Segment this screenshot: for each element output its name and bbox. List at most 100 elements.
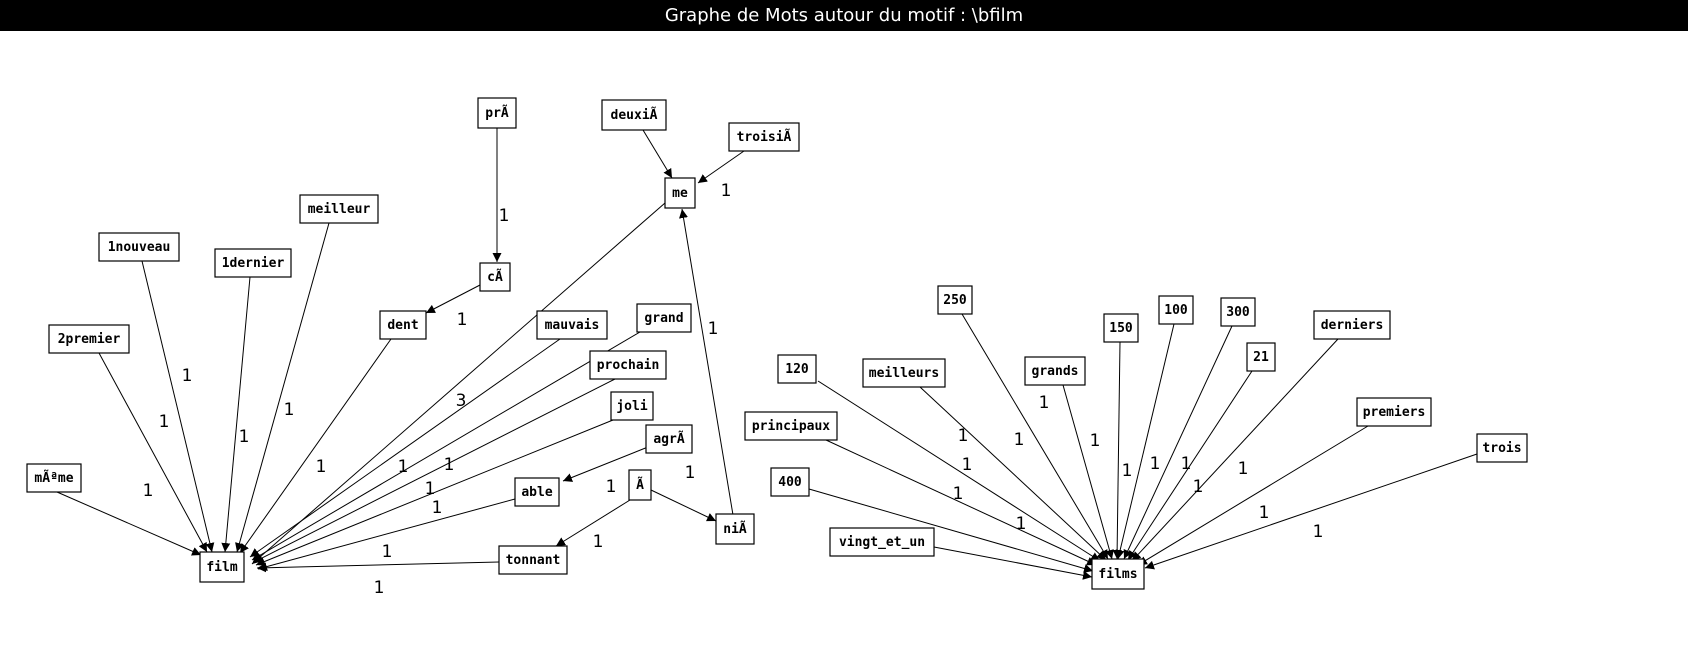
node-2premier[interactable]: 2premier (48, 324, 130, 354)
edge-tonnant-film (256, 561, 500, 573)
node-label: 100 (1164, 303, 1188, 318)
edge-weight-120-films: 1 (958, 426, 969, 446)
node-able[interactable]: able (514, 477, 560, 507)
node-label: derniers (1321, 318, 1384, 333)
node-box (645, 424, 693, 454)
edge-weight-derniers-films: 1 (1238, 459, 1249, 479)
node-120[interactable]: 120 (777, 354, 817, 384)
edge-weight-A-tonnant: 1 (593, 532, 604, 552)
node-box (1158, 295, 1194, 325)
node-label: principaux (752, 419, 830, 434)
node-label: niÃ (723, 521, 747, 537)
node-me[interactable]: me (664, 177, 696, 209)
edge-weight-2premier-film: 1 (159, 412, 170, 432)
edge-150-films (1112, 341, 1122, 560)
node-prochain[interactable]: prochain (589, 350, 667, 380)
node-grand[interactable]: grand (636, 303, 692, 333)
node-box (514, 477, 560, 507)
node-21[interactable]: 21 (1246, 342, 1276, 372)
edge-weight-21-films: 1 (1193, 477, 1204, 497)
node-box (589, 350, 667, 380)
node-1dernier[interactable]: 1dernier (214, 248, 292, 278)
edge-weight-300-films: 1 (1181, 454, 1192, 474)
node-box (1103, 313, 1139, 343)
node-label: vingt_et_un (839, 535, 925, 550)
node-grands[interactable]: grands (1024, 356, 1086, 386)
node-250[interactable]: 250 (937, 285, 973, 315)
node-meilleur[interactable]: meilleur (299, 194, 379, 224)
node-troisiA[interactable]: troisiÃ (728, 122, 800, 152)
edge-120-films (817, 380, 1101, 562)
node-vingt_et_un[interactable]: vingt_et_un (829, 527, 935, 557)
node-deuxiA[interactable]: deuxiÃ (601, 99, 667, 131)
node-box (1220, 297, 1256, 327)
node-mauvais[interactable]: mauvais (536, 310, 608, 340)
edge-weight-1dernier-film: 1 (239, 427, 250, 447)
node-box (26, 463, 82, 493)
edge-weight-niA-me: 1 (708, 319, 719, 339)
node-box (715, 513, 755, 545)
node-film[interactable]: film (199, 551, 245, 583)
edge-weight-meilleurs-films: 1 (1014, 430, 1025, 450)
node-prA[interactable]: prÃ (477, 97, 517, 129)
edge-troisiA-me (697, 150, 745, 184)
edge-weight-100-films: 1 (1150, 454, 1161, 474)
node-box (477, 97, 517, 129)
edge-me-film (251, 202, 666, 565)
edge-trois-films (1144, 453, 1478, 570)
node-principaux[interactable]: principaux (744, 411, 838, 441)
edge-vingt_et_un-films (933, 546, 1093, 580)
node-150[interactable]: 150 (1103, 313, 1139, 343)
node-meilleurs[interactable]: meilleurs (862, 358, 946, 388)
node-box (829, 527, 935, 557)
node-box (610, 391, 654, 421)
window-title-bar: Graphe de Mots autour du motif : \bfilm (0, 0, 1688, 31)
node-label: troisiÃ (737, 129, 792, 145)
node-derniers[interactable]: derniers (1313, 310, 1391, 340)
node-label: meilleur (308, 202, 371, 217)
node-box (214, 248, 292, 278)
node-box (728, 122, 800, 152)
node-box (937, 285, 973, 315)
node-300[interactable]: 300 (1220, 297, 1256, 327)
node-box (379, 310, 427, 340)
node-box (98, 232, 180, 262)
node-premiers[interactable]: premiers (1356, 397, 1432, 427)
edge-A-tonnant (555, 499, 631, 547)
node-trois[interactable]: trois (1476, 433, 1528, 463)
node-label: 21 (1253, 350, 1269, 365)
edge-dent-film (239, 338, 392, 554)
node-label: 1nouveau (108, 240, 171, 255)
edge-weight-able-film: 1 (432, 498, 443, 518)
edge-weight-meilleur-film: 1 (284, 400, 295, 420)
edge-weight-principaux-films: 1 (953, 484, 964, 504)
node-label: film (206, 560, 237, 575)
node-mAme[interactable]: mÃªme (26, 463, 82, 493)
node-agrA[interactable]: agrÃ (645, 424, 693, 454)
node-label: tonnant (506, 553, 561, 568)
edge-1nouveau-film (141, 260, 215, 553)
node-label: mauvais (545, 318, 600, 333)
edge-21-films (1127, 370, 1253, 561)
node-label: trois (1482, 441, 1521, 456)
node-tonnant[interactable]: tonnant (498, 545, 568, 575)
node-label: Ã (636, 477, 644, 493)
node-label: dent (387, 318, 418, 333)
node-films[interactable]: films (1091, 558, 1145, 590)
edge-A-niA (650, 489, 717, 522)
node-400[interactable]: 400 (770, 467, 810, 497)
node-box (1091, 558, 1145, 590)
node-A[interactable]: Ã (628, 469, 652, 501)
edge-weight-cA-dent: 1 (457, 310, 468, 330)
node-label: premiers (1363, 405, 1426, 420)
node-1nouveau[interactable]: 1nouveau (98, 232, 180, 262)
node-100[interactable]: 100 (1158, 295, 1194, 325)
node-label: cÃ (487, 269, 503, 285)
edge-deuxiA-me (642, 129, 673, 179)
node-niA[interactable]: niÃ (715, 513, 755, 545)
node-joli[interactable]: joli (610, 391, 654, 421)
node-cA[interactable]: cÃ (479, 262, 511, 292)
node-box (664, 177, 696, 209)
node-dent[interactable]: dent (379, 310, 427, 340)
